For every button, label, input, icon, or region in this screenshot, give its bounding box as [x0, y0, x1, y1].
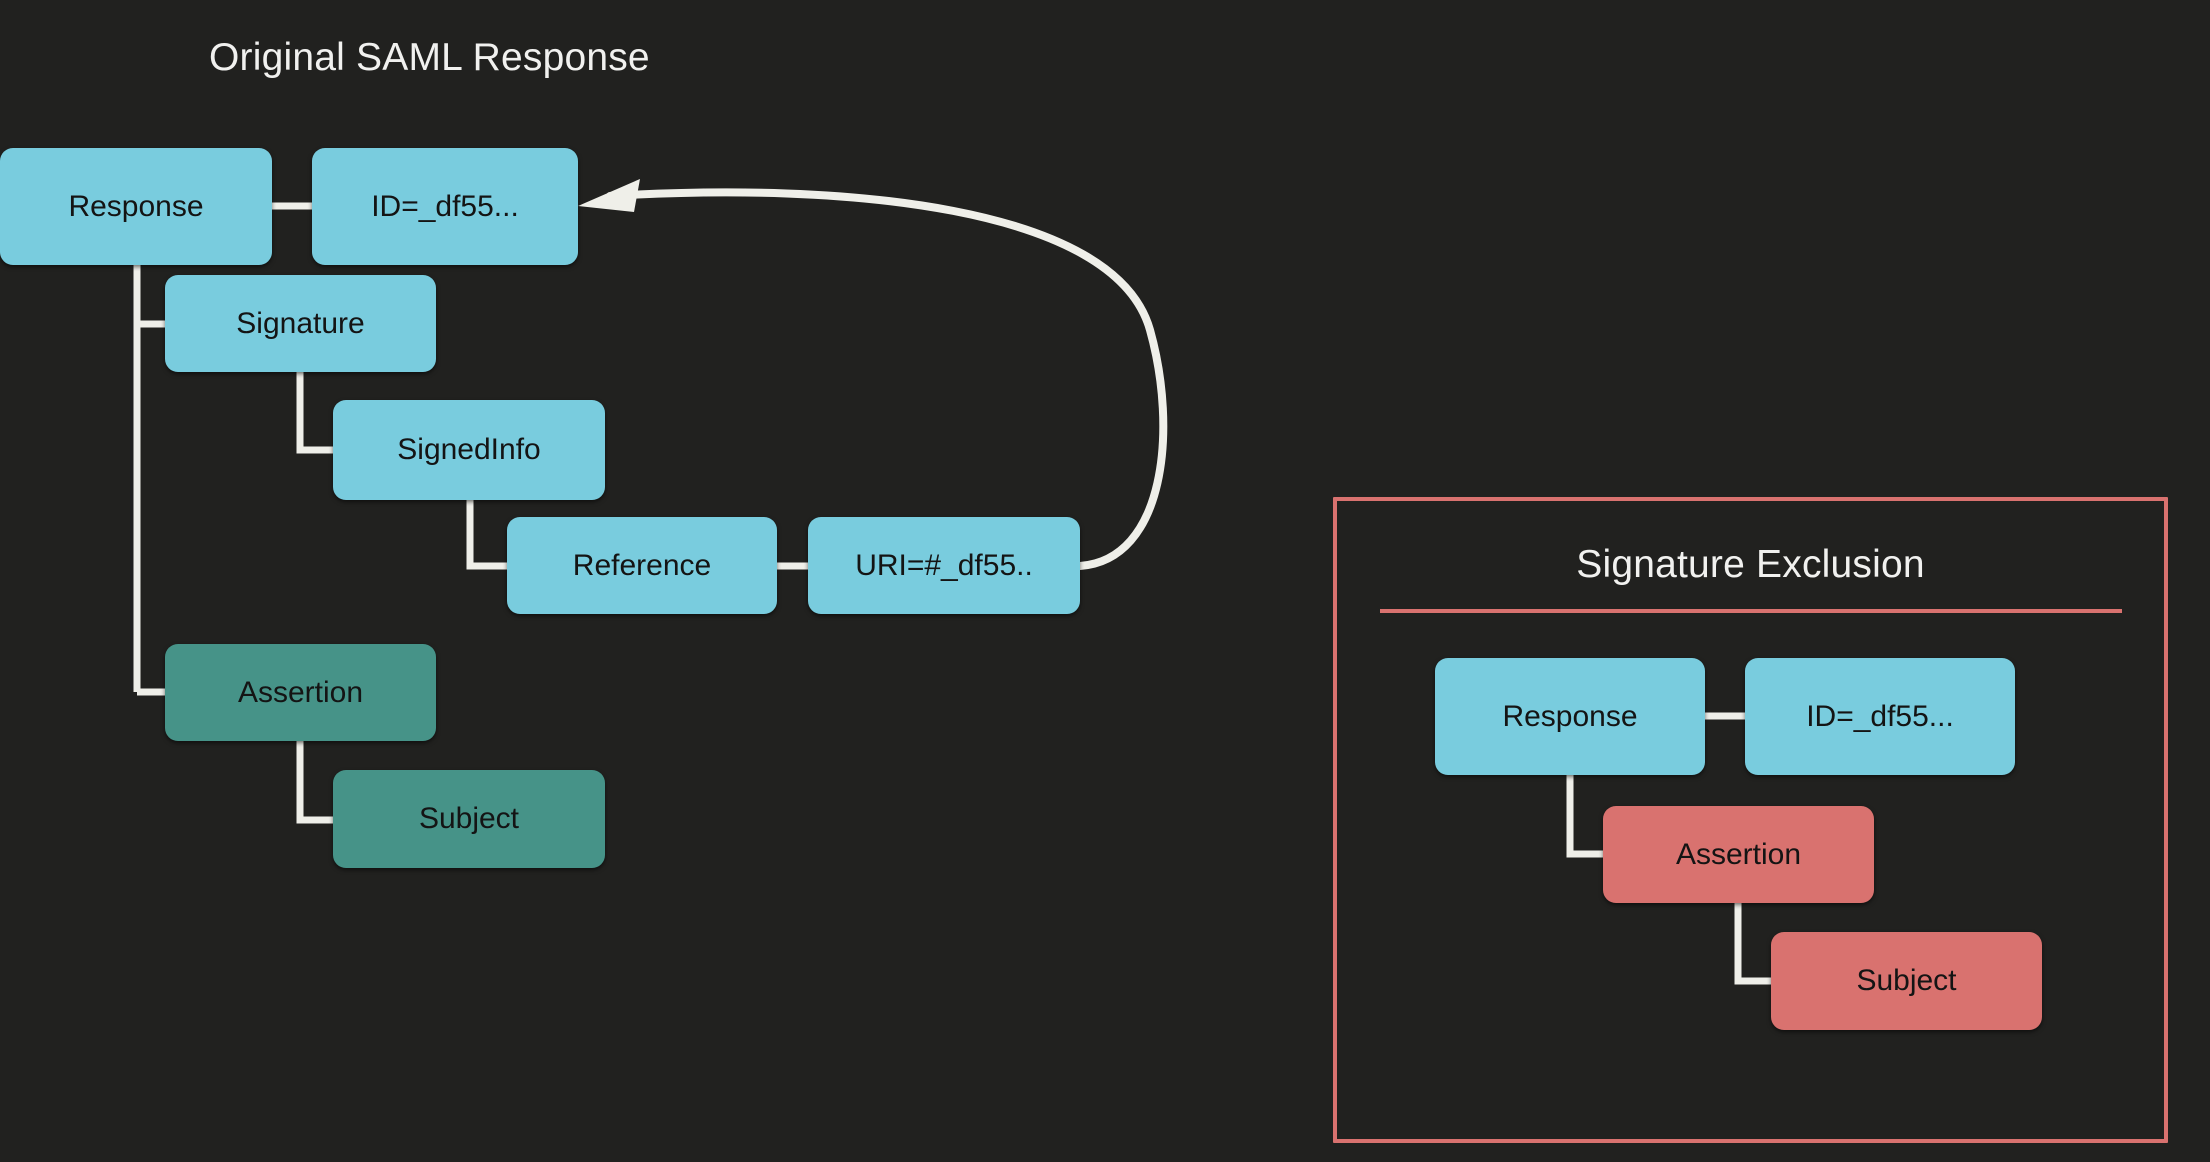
node-assertion[interactable]: Assertion [165, 644, 436, 741]
connector-assertion-to-subject [296, 741, 333, 824]
reference-arrow [578, 179, 1168, 570]
connector-signedinfo-to-reference [466, 500, 507, 570]
connector-signature-to-signedinfo [296, 372, 333, 454]
node-panel-response[interactable]: Response [1435, 658, 1705, 775]
panel-title-divider [1380, 609, 2122, 613]
node-id-attribute[interactable]: ID=_df55... [312, 148, 578, 265]
node-uri-attribute[interactable]: URI=#_df55.. [808, 517, 1080, 614]
panel-title-signature-exclusion: Signature Exclusion [1576, 543, 1925, 586]
node-subject[interactable]: Subject [333, 770, 605, 868]
node-panel-assertion[interactable]: Assertion [1603, 806, 1874, 903]
page-title-original-saml-response: Original SAML Response [209, 36, 650, 79]
signature-exclusion-panel [1333, 497, 2168, 1143]
node-signature[interactable]: Signature [165, 275, 436, 372]
node-signedinfo[interactable]: SignedInfo [333, 400, 605, 500]
node-reference[interactable]: Reference [507, 517, 777, 614]
reference-arrow-curve [606, 188, 1168, 570]
node-panel-subject[interactable]: Subject [1771, 932, 2042, 1030]
node-response[interactable]: Response [0, 148, 272, 265]
node-panel-id-attribute[interactable]: ID=_df55... [1745, 658, 2015, 775]
reference-arrow-head [578, 179, 640, 212]
